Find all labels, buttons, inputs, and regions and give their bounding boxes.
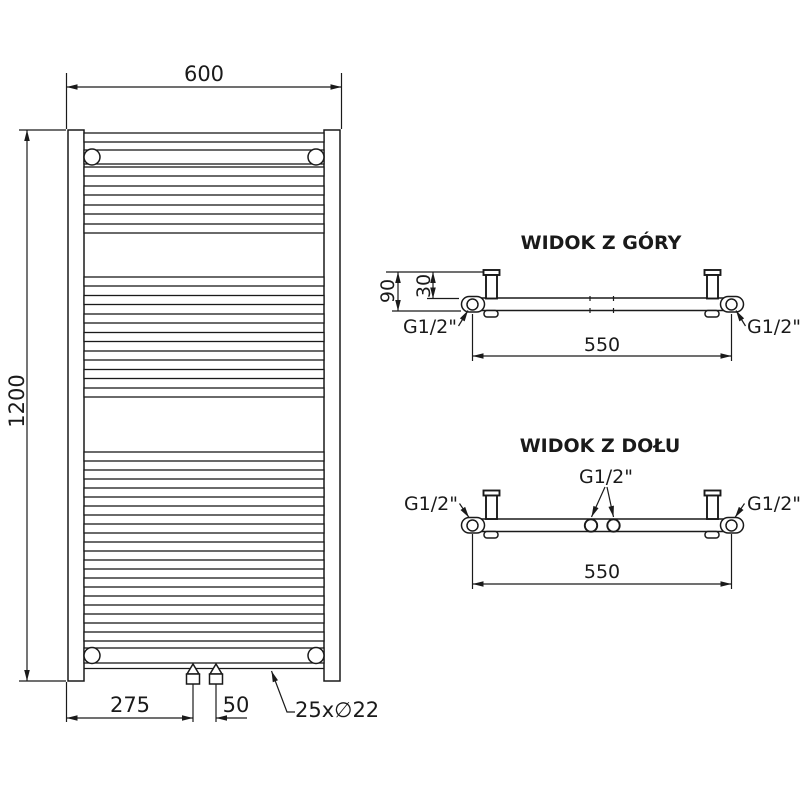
dim-connection-spacing-top: 550: [471, 314, 733, 361]
leader-line: [735, 310, 747, 327]
dim-height: 1200: [5, 129, 66, 682]
rung: [83, 387, 325, 398]
connection-hole: [725, 519, 738, 532]
mounting-bracket-icon: [307, 148, 325, 166]
rung: [83, 487, 325, 498]
rung: [83, 313, 325, 324]
top-view: WIDOK Z GÓRY 90: [377, 230, 800, 361]
bottom-view-title: WIDOK Z DOŁU: [520, 435, 681, 457]
dim-depth-value: 90: [377, 279, 399, 303]
bottom-view: WIDOK Z DOŁU G1/2": [404, 435, 800, 589]
rung: [83, 276, 325, 287]
dim-connection-spacing-value: 550: [584, 561, 620, 583]
valve-hole: [583, 518, 599, 533]
bracket-foot: [483, 530, 499, 539]
mounting-bracket-icon: [83, 148, 101, 166]
g12-bottom-right-label: G1/2": [734, 493, 800, 518]
wall-bracket: [485, 494, 498, 520]
connection-label: G1/2": [403, 316, 457, 338]
rung: [83, 505, 325, 516]
rung: [83, 294, 325, 306]
bracket-foot: [704, 530, 720, 539]
leader-line: [457, 310, 469, 327]
wall-bracket: [706, 274, 719, 300]
connection-label: G1/2": [579, 466, 633, 488]
connection-label: G1/2": [747, 316, 800, 338]
dim-width: 600: [65, 62, 343, 129]
collector-tube: [471, 297, 733, 312]
leader-line: [590, 486, 606, 518]
leader-line: [270, 670, 295, 713]
dim-bracket-offset-value: 30: [413, 274, 435, 298]
connection-label: G1/2": [747, 493, 800, 515]
radiator-front: [67, 129, 341, 685]
rung: [83, 331, 325, 343]
valve-connection-left: [185, 662, 201, 685]
rung: [83, 559, 325, 570]
top-view-title: WIDOK Z GÓRY: [521, 230, 682, 254]
g12-center-label: G1/2": [579, 466, 633, 518]
dim-valve-offset: 275 50: [65, 682, 250, 722]
dim-valve-spacing-value: 50: [223, 693, 250, 717]
rung: [83, 469, 325, 480]
rung-group-bottom: [83, 451, 325, 670]
rung-group-top: [83, 132, 325, 234]
rung: [83, 350, 325, 361]
dim-connection-spacing-bottom: 550: [471, 534, 733, 589]
callout-tubes: 25x∅22: [270, 670, 379, 722]
valve-hole: [606, 518, 621, 533]
rung: [83, 368, 325, 380]
hidden-valve-ticks: [589, 296, 615, 313]
dim-connection-spacing-value: 550: [584, 334, 620, 356]
collector-tube: [471, 518, 733, 533]
tube-callout-value: 25x∅22: [295, 698, 379, 722]
rung: [83, 523, 325, 534]
right-collector: [323, 129, 341, 682]
rung: [83, 223, 325, 234]
dim-width-value: 600: [184, 62, 224, 86]
rung: [83, 577, 325, 588]
valve-body: [185, 673, 201, 685]
bracket-rung: [83, 647, 325, 664]
rung: [83, 451, 325, 462]
leader-line: [734, 503, 745, 518]
mounting-bracket-icon: [307, 646, 325, 665]
rung: [83, 166, 325, 177]
dim-valve-offset-value: 275: [110, 693, 150, 717]
connection-hole: [466, 298, 479, 311]
mounting-bracket-icon: [83, 646, 101, 665]
wall-bracket: [706, 494, 719, 520]
front-view: 600 1200 275 50 25x∅22: [5, 62, 379, 722]
bracket-foot: [483, 309, 499, 318]
collector-top-profile: [460, 269, 745, 318]
rung: [83, 631, 325, 642]
g12-top-left-label: G1/2": [403, 310, 469, 338]
wall-bracket: [485, 274, 498, 300]
rung: [83, 541, 325, 552]
rung: [83, 204, 325, 215]
rung: [83, 613, 325, 624]
g12-top-right-label: G1/2": [735, 310, 800, 338]
rung: [83, 132, 325, 143]
valve-connection-right: [208, 662, 224, 685]
connection-label: G1/2": [404, 493, 458, 515]
dim-height-value: 1200: [5, 374, 29, 427]
valve-body: [208, 673, 224, 685]
dim-bracket-offset: 30: [413, 272, 459, 300]
leader-line: [606, 486, 615, 518]
rung: [83, 185, 325, 196]
bracket-foot: [704, 309, 720, 318]
connection-hole: [725, 298, 738, 311]
rung: [83, 595, 325, 606]
rung-group-middle: [83, 276, 325, 398]
g12-bottom-left-label: G1/2": [404, 493, 470, 518]
left-collector: [67, 129, 85, 682]
connection-hole: [466, 519, 479, 532]
collector-bottom-profile: [460, 489, 745, 539]
bracket-rung: [83, 149, 325, 165]
leader-line: [459, 503, 470, 518]
